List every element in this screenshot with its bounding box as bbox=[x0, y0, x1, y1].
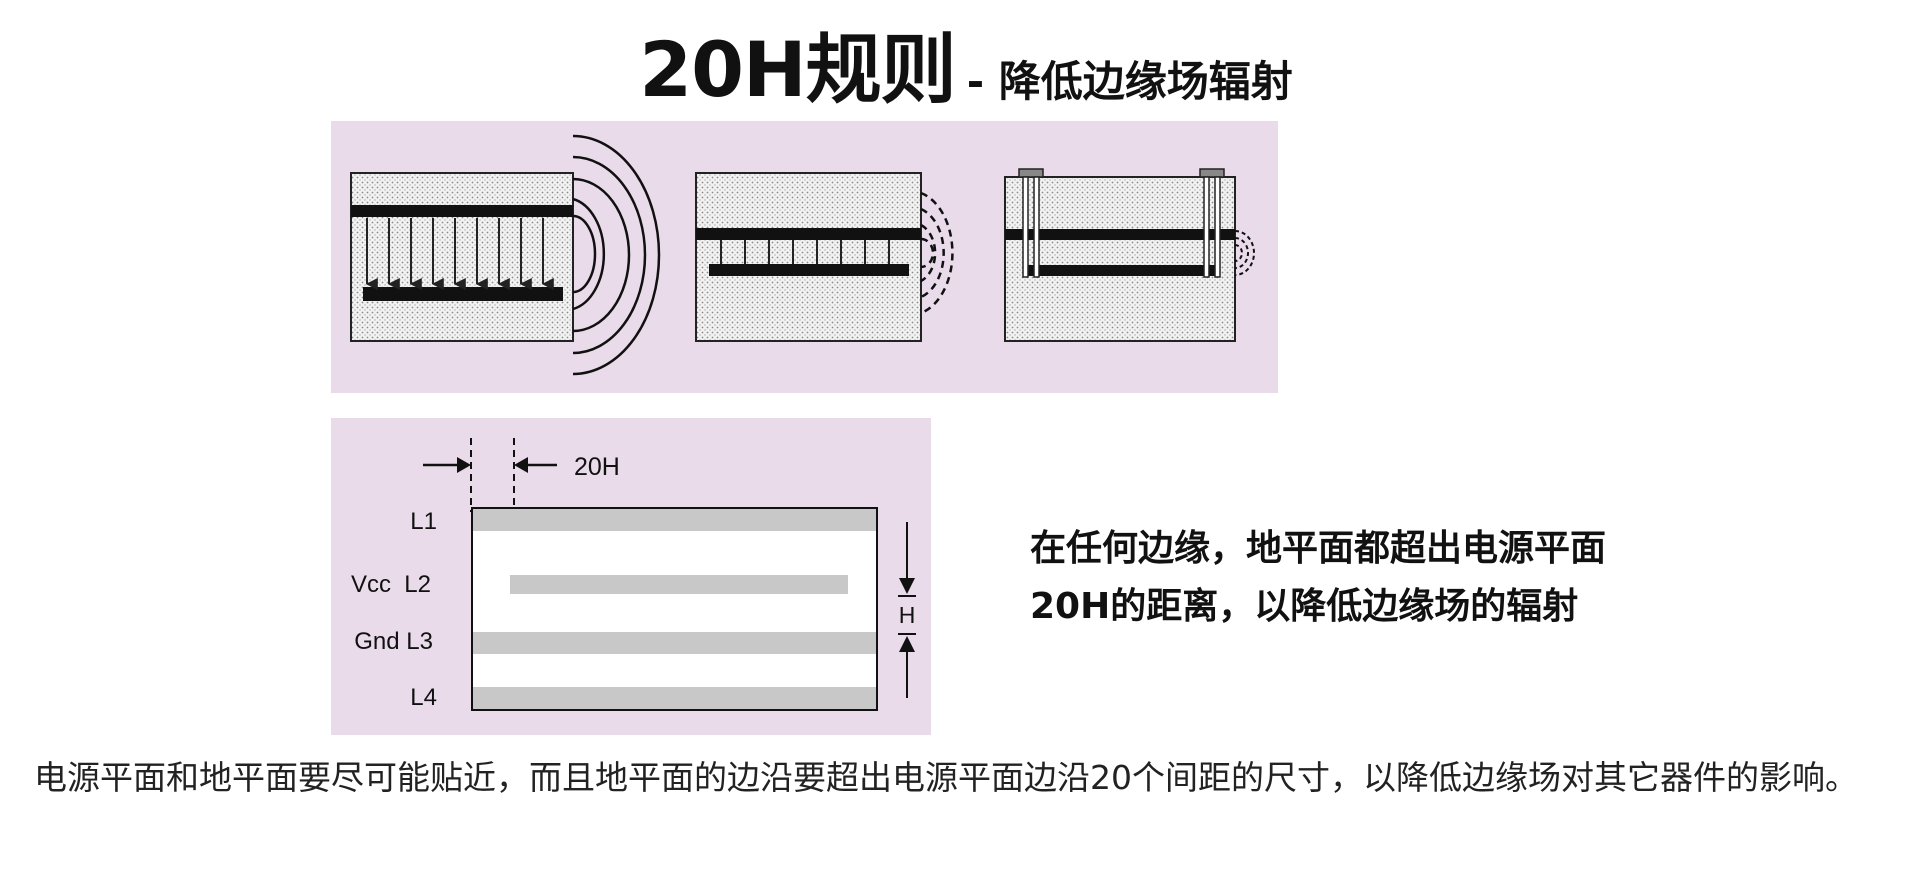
dimension-h-label: H bbox=[899, 602, 916, 628]
cross-section-1 bbox=[350, 134, 661, 376]
board-outline bbox=[471, 507, 878, 711]
lower-plane-3 bbox=[1027, 265, 1217, 276]
layer-label-l3: Gnd L3 bbox=[354, 628, 433, 655]
caption-line-1: 在任何边缘，地平面都超出电源平面 bbox=[1030, 528, 1607, 569]
field-lines-2 bbox=[720, 240, 890, 264]
dimension-20h-marker bbox=[423, 438, 557, 512]
upper-plane-1 bbox=[351, 205, 573, 217]
layer-label-l1: L1 bbox=[410, 508, 437, 535]
cross-section-3 bbox=[1004, 168, 1255, 342]
title-main: 20H规则 bbox=[639, 25, 956, 114]
fringe-field-illustrations-panel bbox=[331, 121, 1278, 393]
upper-plane-2 bbox=[696, 228, 921, 240]
field-lines-1 bbox=[365, 218, 554, 290]
layer-label-l2: Vcc L2 bbox=[351, 571, 431, 598]
upper-plane-3 bbox=[1005, 229, 1235, 240]
cross-section-2 bbox=[695, 172, 954, 342]
page-title: 20H规则 - 降低边缘场辐射 bbox=[0, 8, 1932, 118]
fringe-arcs-1 bbox=[572, 134, 661, 376]
via-left-a bbox=[1022, 176, 1029, 278]
lower-plane-1 bbox=[363, 287, 563, 301]
stackup-diagram-panel: 20H L1 Vcc L2 Gnd L3 L4 H bbox=[331, 418, 931, 735]
via-right-b bbox=[1214, 176, 1221, 278]
title-subtitle: - 降低边缘场辐射 bbox=[966, 57, 1293, 106]
substrate-3 bbox=[1004, 176, 1236, 342]
via-left-b bbox=[1033, 176, 1040, 278]
diagram-caption: 在任何边缘，地平面都超出电源平面 20H的距离，以降低边缘场的辐射 bbox=[1030, 520, 1730, 636]
dimension-20h-label: 20H bbox=[574, 453, 620, 481]
substrate-1 bbox=[350, 172, 574, 342]
via-right-a bbox=[1203, 176, 1210, 278]
layer-l2-power-plane bbox=[510, 575, 848, 594]
board-stackup bbox=[471, 507, 878, 711]
fringe-arcs-3 bbox=[1234, 230, 1255, 276]
layer-label-l4: L4 bbox=[410, 684, 437, 711]
body-paragraph: 电源平面和地平面要尽可能贴近，而且地平面的边沿要超出电源平面边沿20个间距的尺寸… bbox=[34, 758, 1858, 797]
lower-plane-2 bbox=[709, 264, 909, 276]
layer-l4-plane bbox=[473, 687, 876, 709]
dimension-h-marker bbox=[898, 522, 916, 698]
caption-line-2: 20H的距离，以降低边缘场的辐射 bbox=[1030, 586, 1579, 627]
via-pad-right bbox=[1199, 168, 1225, 178]
layer-l1-plane bbox=[473, 509, 876, 531]
layer-l3-ground-plane bbox=[473, 632, 876, 654]
substrate-2 bbox=[695, 172, 922, 342]
via-pad-left bbox=[1018, 168, 1044, 178]
fringe-arcs-2 bbox=[920, 191, 954, 315]
